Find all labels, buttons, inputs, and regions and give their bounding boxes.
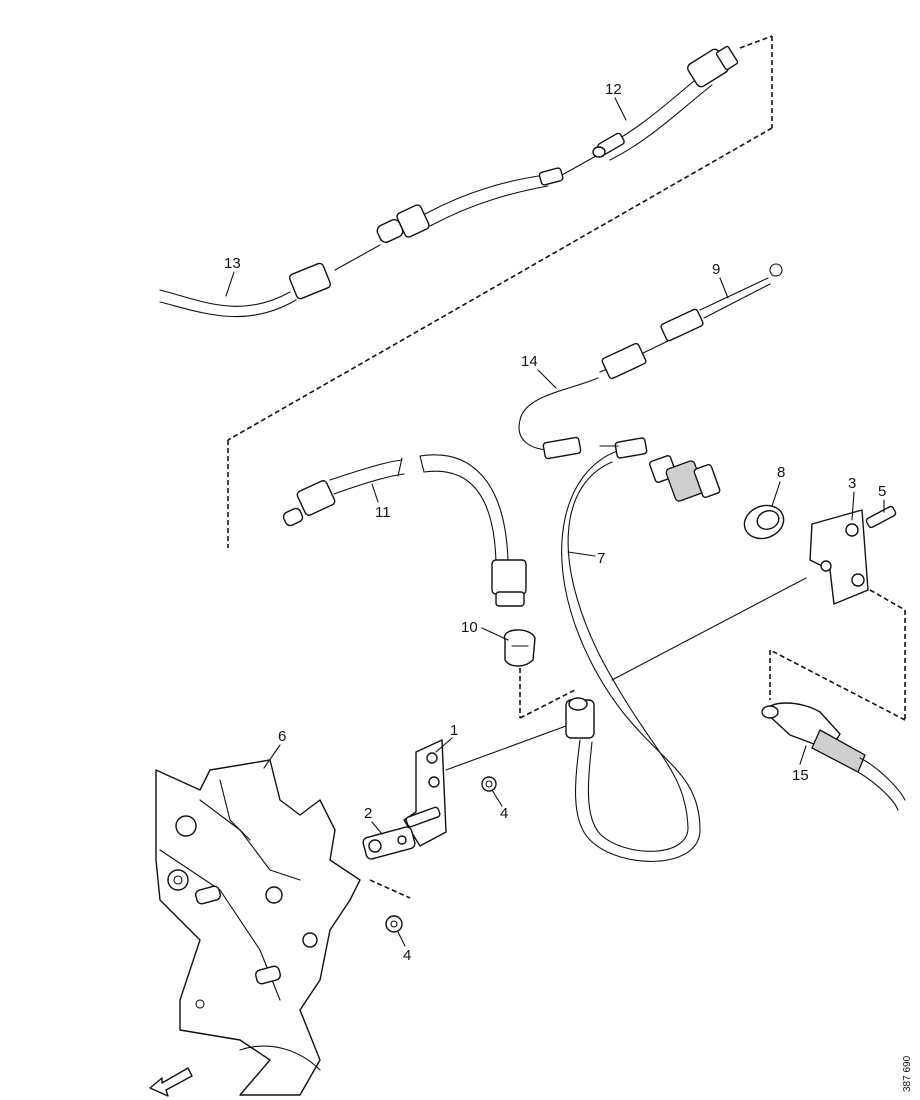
callout-6: 6 (278, 728, 286, 745)
plate-2 (362, 826, 416, 860)
callout-12: 12 (605, 81, 622, 98)
leader-bracket-1 (445, 725, 567, 771)
callout-11: 11 (375, 504, 391, 521)
leader-box-12 (227, 35, 773, 548)
nut-4-upper (481, 776, 497, 792)
callout-labels: 1 2 3 4 4 5 6 7 8 9 10 11 12 13 14 15 (224, 81, 886, 964)
callout-4-lower: 4 (403, 947, 411, 964)
callout-5: 5 (878, 483, 886, 500)
clip-10 (503, 629, 576, 719)
bracket-1 (403, 739, 447, 847)
callout-15: 15 (792, 767, 809, 784)
gland-assembly (649, 455, 785, 540)
cable-13 (159, 155, 597, 318)
nut-4-lower (369, 879, 411, 933)
callout-13: 13 (224, 255, 241, 272)
leader-box-15 (769, 589, 906, 721)
callout-9: 9 (712, 261, 720, 278)
cable-11 (282, 454, 527, 607)
callout-7: 7 (597, 550, 605, 567)
callout-8: 8 (777, 464, 785, 481)
reference-number: 387 690 (902, 1055, 913, 1092)
cable-12 (592, 45, 739, 161)
callout-2: 2 (364, 805, 372, 822)
cable-14-and-9 (518, 263, 783, 460)
cable-7 (561, 437, 701, 862)
callout-3: 3 (848, 475, 856, 492)
callout-10: 10 (461, 619, 478, 636)
leader-bracket (611, 577, 807, 681)
bracket-3 (809, 505, 897, 605)
callout-1: 1 (450, 722, 458, 739)
callout-4-upper: 4 (500, 805, 508, 822)
callout-14: 14 (521, 353, 538, 370)
front-direction-arrow-icon (149, 1067, 193, 1097)
chassis-bracket-6 (155, 759, 361, 1096)
connector-15 (761, 702, 906, 811)
